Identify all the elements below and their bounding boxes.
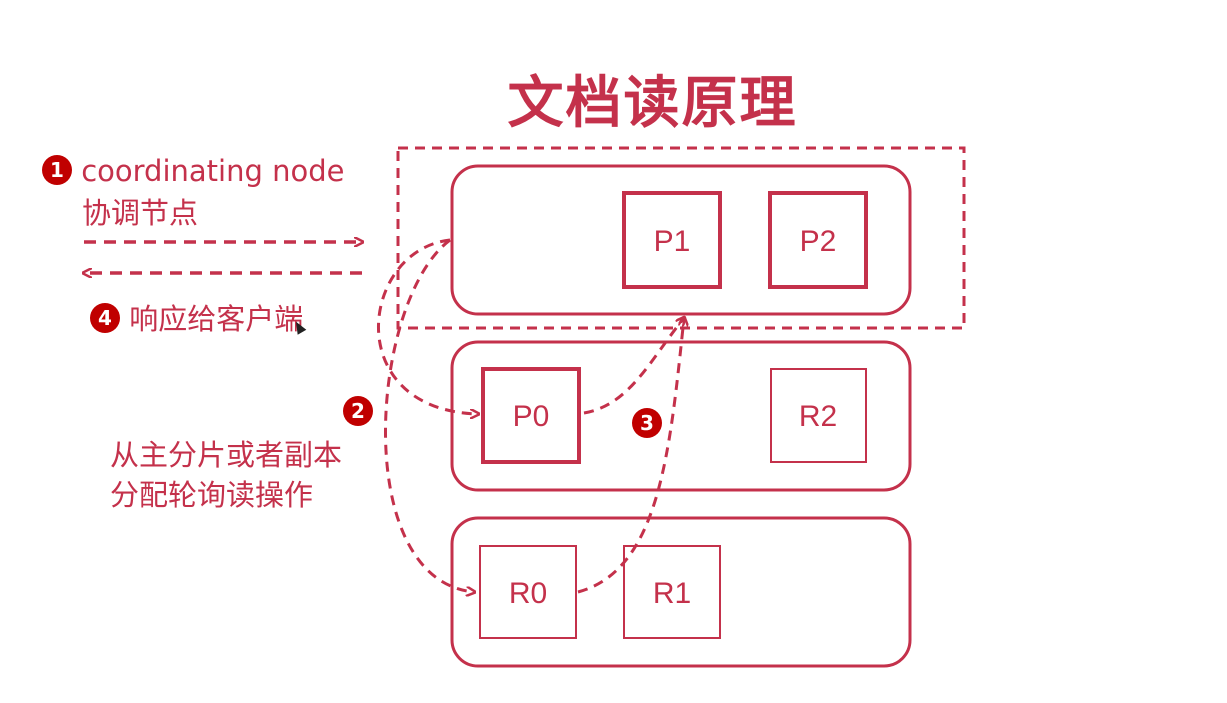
page-title: 文档读原理: [507, 71, 798, 136]
shard-r0-label: R0: [509, 577, 547, 610]
step1-title: coordinating node: [81, 154, 345, 188]
step4-label: 4 响应给客户端: [90, 302, 303, 336]
shard-p2-label: P2: [800, 225, 837, 258]
shard-r2-box: [770, 368, 867, 463]
step2-line2: 分配轮询读操作: [110, 478, 314, 512]
shard-r0-box: [479, 545, 577, 639]
shard-p1-label: P1: [654, 225, 691, 258]
shard-r1-label: R1: [653, 577, 691, 610]
shard-r1-box: [623, 545, 721, 639]
node-1: [450, 164, 912, 316]
step1-label: 1 coordinating node: [42, 154, 344, 188]
step2-line1: 从主分片或者副本: [110, 438, 343, 472]
step2-badge: 2: [343, 396, 373, 426]
coordinating-node-frame: [396, 146, 966, 330]
step4-badge: 4: [90, 303, 120, 333]
shard-r2-label: R2: [799, 400, 837, 433]
p0-response-arrow: [583, 318, 684, 415]
shard-p0-label: P0: [513, 400, 550, 433]
shard-p1-box: [622, 191, 722, 289]
step1-subtitle: 协调节点: [82, 196, 199, 230]
step4-text: 响应给客户端: [129, 302, 304, 336]
shard-p0-box: [481, 367, 581, 464]
route-to-r0-arrow: [384, 238, 474, 592]
shard-p2-box: [768, 191, 868, 289]
r0-response-arrow: [577, 318, 684, 594]
step1-badge: 1: [42, 155, 72, 185]
node-3: [450, 516, 912, 668]
node-2: [450, 340, 912, 492]
route-to-p0-arrow: [377, 238, 478, 414]
step3-badge: 3: [632, 408, 662, 438]
